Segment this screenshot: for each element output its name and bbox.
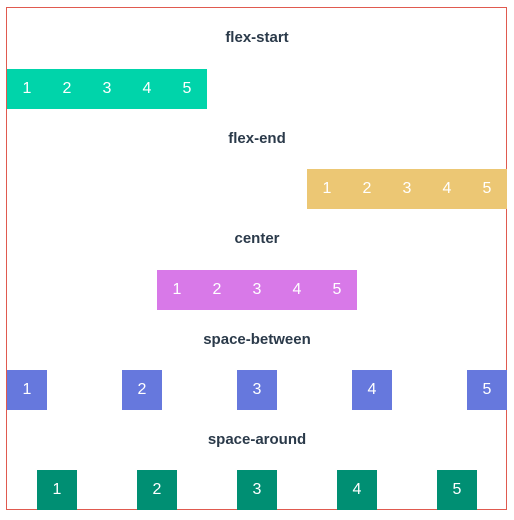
space-around-row: 1 2 3 4 5 [7, 470, 507, 510]
flex-item: 3 [237, 270, 277, 310]
flex-item: 2 [122, 370, 162, 410]
section-title-flex-end: flex-end [228, 130, 286, 147]
flex-item: 5 [437, 470, 477, 510]
flex-item: 4 [352, 370, 392, 410]
flex-item: 1 [7, 69, 47, 109]
flex-start-row: 1 2 3 4 5 [7, 69, 507, 109]
flex-item: 2 [197, 270, 237, 310]
flex-item: 3 [237, 470, 277, 510]
flex-item: 1 [307, 169, 347, 209]
flex-item: 5 [467, 169, 507, 209]
flex-item: 2 [47, 69, 87, 109]
space-between-row: 1 2 3 4 5 [7, 370, 507, 410]
flex-end-row: 1 2 3 4 5 [7, 169, 507, 209]
flex-item: 3 [87, 69, 127, 109]
flex-item: 2 [137, 470, 177, 510]
section-title-space-around: space-around [207, 431, 307, 448]
flex-item: 4 [277, 270, 317, 310]
section-title-space-between: space-between [203, 331, 311, 348]
section-title-center: center [234, 230, 280, 247]
flex-item: 4 [427, 169, 467, 209]
flex-item: 4 [127, 69, 167, 109]
flex-item: 3 [387, 169, 427, 209]
flex-item: 1 [7, 370, 47, 410]
flex-item: 1 [37, 470, 77, 510]
flex-item: 2 [347, 169, 387, 209]
flex-item: 5 [167, 69, 207, 109]
flex-item: 3 [237, 370, 277, 410]
flex-item: 5 [467, 370, 507, 410]
center-row: 1 2 3 4 5 [7, 270, 507, 310]
flex-item: 5 [317, 270, 357, 310]
flex-item: 1 [157, 270, 197, 310]
flex-item: 4 [337, 470, 377, 510]
section-title-flex-start: flex-start [225, 29, 289, 46]
